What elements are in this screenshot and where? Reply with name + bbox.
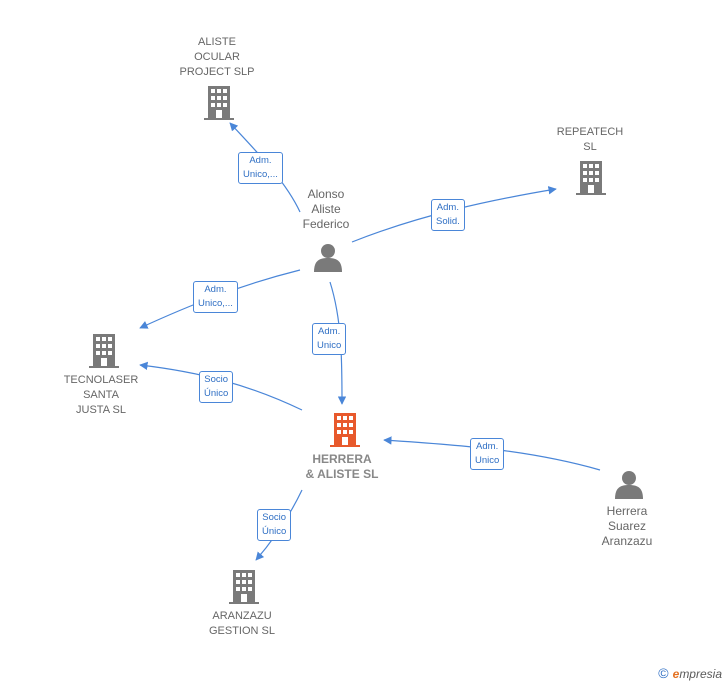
copyright-symbol: ©: [658, 665, 669, 681]
edge-label-alonso-aliste-ocular[interactable]: Adm. Unico,...: [238, 152, 283, 184]
edge-label-herrera-aliste-aranzazu[interactable]: Socio Único: [257, 509, 292, 541]
building-icon: [229, 570, 259, 604]
node-label-alonso[interactable]: Alonso Aliste Federico: [302, 187, 350, 231]
node-label-herrera-suarez[interactable]: Herrera Suarez Aranzazu: [601, 504, 653, 548]
building-icon: [330, 413, 360, 447]
node-label-repeatech[interactable]: REPEATECH SL: [556, 126, 624, 153]
node-label-aranzazu-gestion[interactable]: ARANZAZU GESTION SL: [208, 610, 276, 637]
node-label-aliste-ocular[interactable]: ALISTE OCULAR PROJECT SLP: [179, 36, 255, 78]
brand-initial: e: [672, 667, 680, 681]
edge-label-alonso-tecnolaser[interactable]: Adm. Unico,...: [193, 281, 238, 313]
building-icon: [89, 334, 119, 368]
edge-label-herrera-suarez-herrera-aliste[interactable]: Adm. Unico: [470, 438, 505, 470]
building-icon: [576, 161, 606, 195]
edge-label-alonso-herrera-aliste[interactable]: Adm. Unico: [312, 323, 347, 355]
person-icon: [615, 471, 643, 499]
brand-logo: ©empresia: [658, 665, 722, 681]
edge-label-alonso-repeatech[interactable]: Adm. Solid.: [431, 199, 465, 231]
building-icon: [204, 86, 234, 120]
node-label-tecnolaser[interactable]: TECNOLASER SANTA JUSTA SL: [63, 374, 139, 416]
brand-name: mpresia: [679, 667, 722, 681]
edge-label-herrera-aliste-tecnolaser[interactable]: Socio Único: [199, 371, 234, 403]
node-label-herrera-aliste[interactable]: HERRERA & ALISTE SL: [305, 452, 379, 481]
person-icon: [314, 244, 342, 272]
